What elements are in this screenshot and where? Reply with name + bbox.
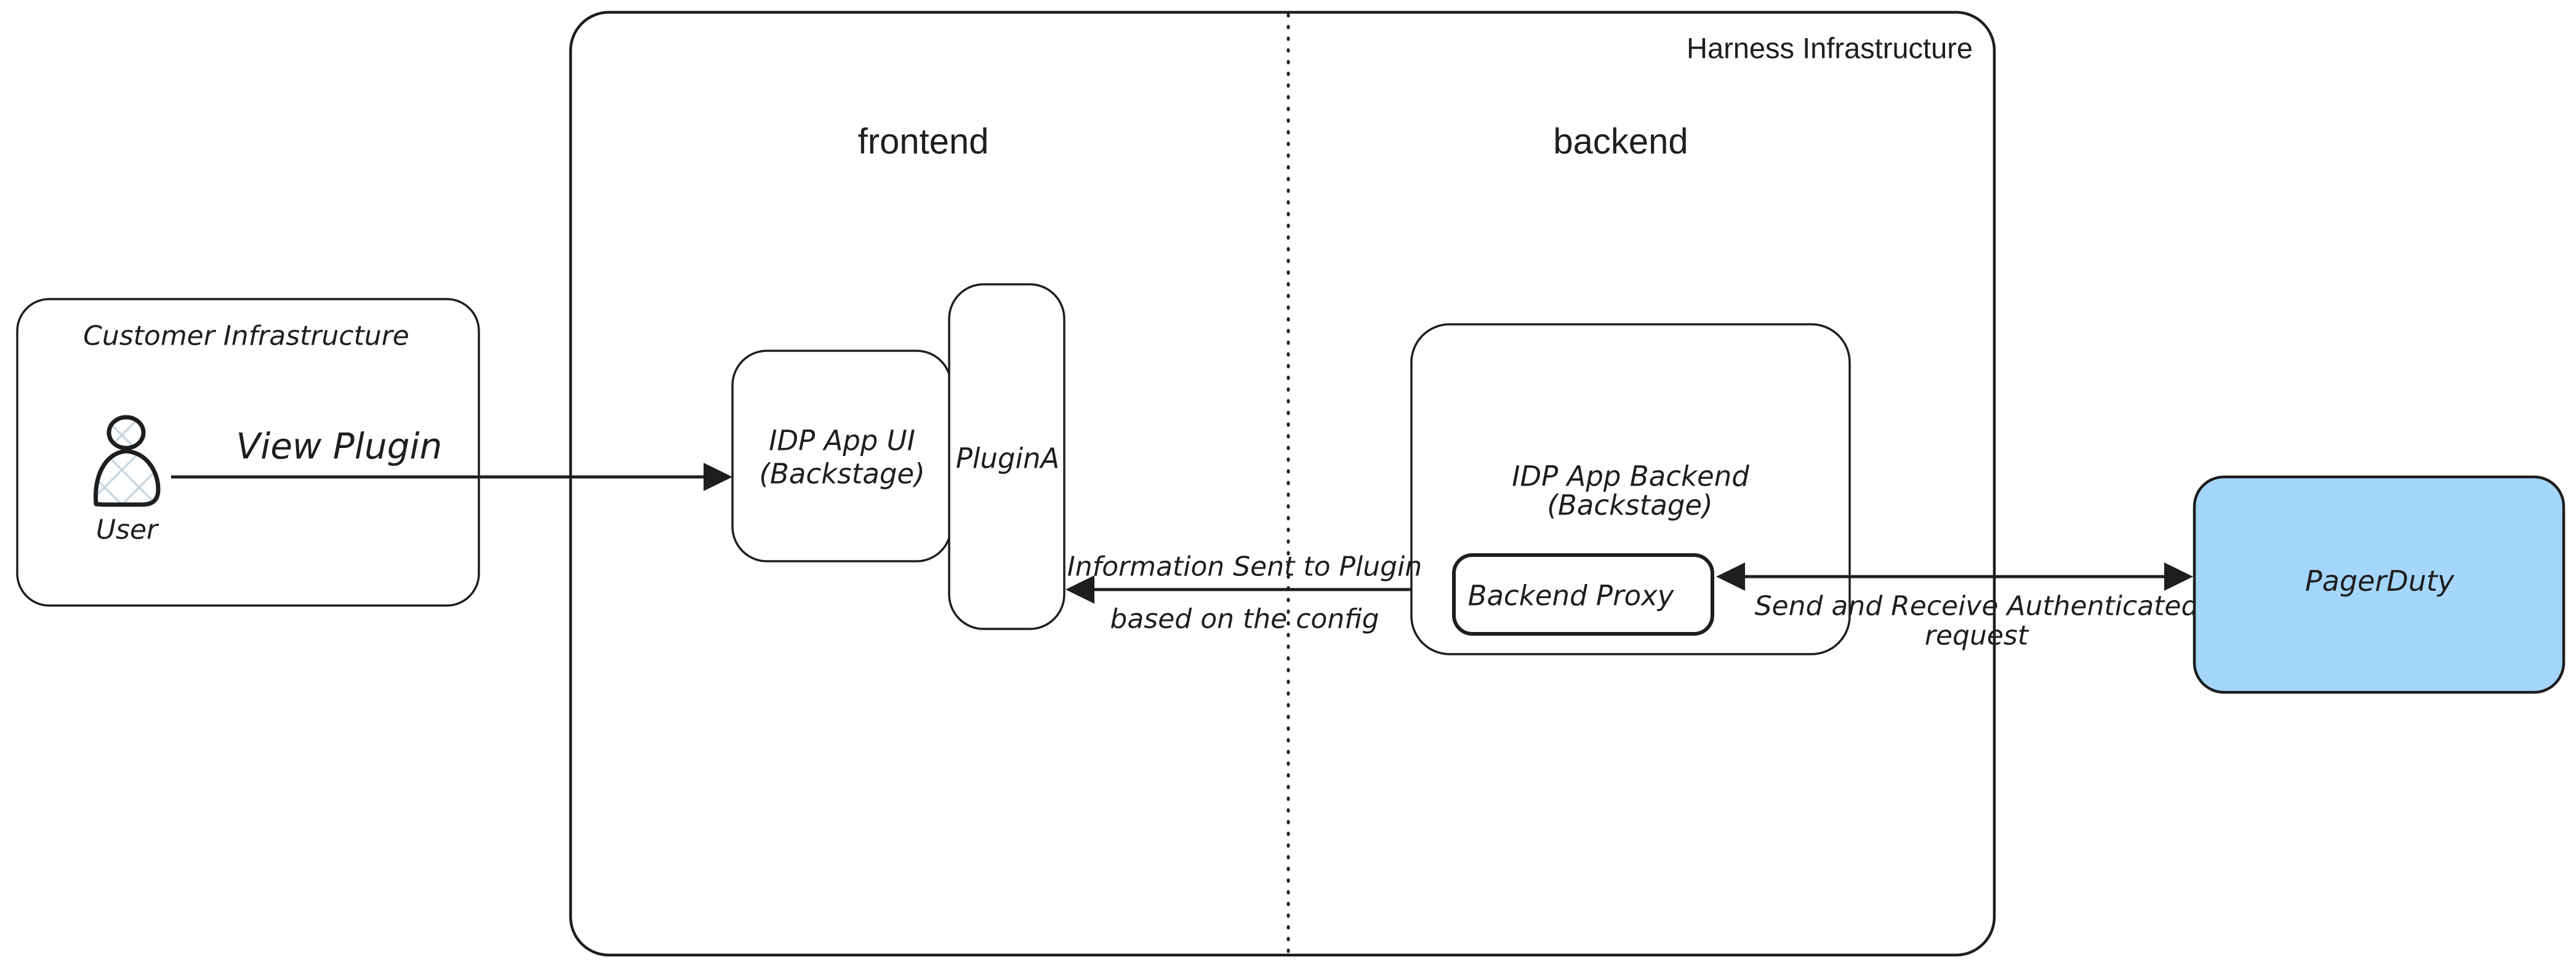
idp-app-ui-label-line1: IDP App UI <box>769 425 915 457</box>
pagerduty-group: PagerDuty <box>2193 475 2566 694</box>
authenticated-request-arrow: Send and Receive Authenticated request <box>1716 562 2199 652</box>
harness-infrastructure-box <box>569 10 1996 957</box>
customer-infrastructure-label: Customer Infrastructure <box>83 321 409 352</box>
backend-proxy-label: Backend Proxy <box>1468 580 1675 612</box>
harness-infrastructure-label: Harness Infrastructure <box>1687 32 1973 65</box>
arrowhead-left-icon <box>1716 562 1745 591</box>
authenticated-request-label-line1: Send and Receive Authenticated <box>1755 591 2199 622</box>
plugin-a-group: PluginA <box>948 283 1065 630</box>
authenticated-request-label-line2: request <box>1925 620 2029 652</box>
arrowhead-right-icon <box>2164 562 2193 591</box>
info-to-plugin-arrow: Information Sent to Plugin based on the … <box>1065 551 1422 635</box>
idp-app-ui-group: IDP App UI (Backstage) <box>731 350 952 562</box>
view-plugin-arrow: View Plugin <box>171 425 732 491</box>
pagerduty-box <box>2193 475 2566 694</box>
user-label: User <box>96 514 159 546</box>
customer-infrastructure-box <box>16 298 480 607</box>
info-to-plugin-label-line1: Information Sent to Plugin <box>1067 551 1422 583</box>
harness-infrastructure-group: Harness Infrastructure frontend backend <box>569 10 1996 957</box>
idp-app-ui-label-line2: (Backstage) <box>759 458 925 490</box>
view-plugin-label: View Plugin <box>236 425 443 467</box>
info-to-plugin-label-line2: based on the config <box>1110 604 1379 635</box>
backend-proxy-box <box>1452 553 1714 636</box>
plugin-a-box <box>948 283 1065 630</box>
idp-app-backend-label-line2: (Backstage) <box>1547 489 1712 522</box>
backend-section-label: backend <box>1553 122 1688 162</box>
frontend-section-label: frontend <box>858 122 989 162</box>
plugin-a-label: PluginA <box>956 442 1060 475</box>
arrowhead-right-icon <box>704 463 732 491</box>
arrowhead-left-icon <box>1065 575 1094 604</box>
idp-app-backend-label-line1: IDP App Backend <box>1512 460 1749 493</box>
pagerduty-label: PagerDuty <box>2305 564 2455 598</box>
user-icon <box>93 415 161 507</box>
customer-infrastructure-group: Customer Infrastructure User <box>16 298 480 607</box>
